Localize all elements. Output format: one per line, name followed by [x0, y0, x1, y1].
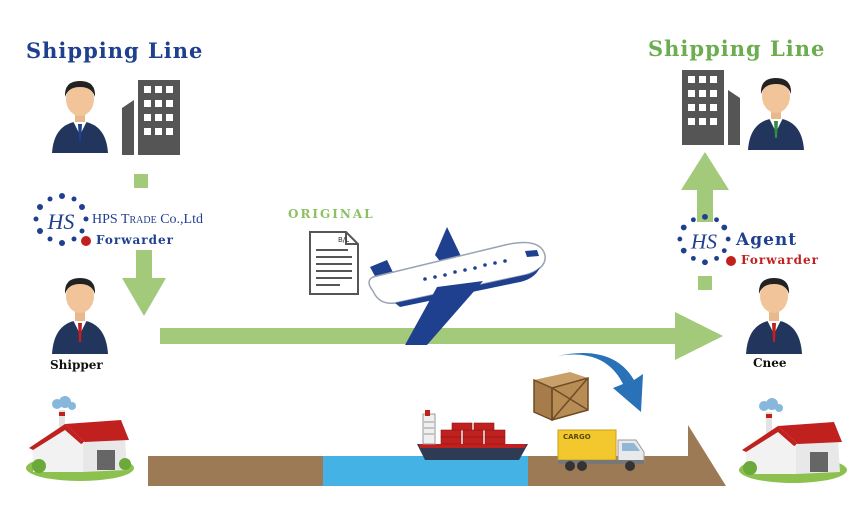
cargo-truck-icon	[557, 429, 645, 471]
left-building-icon	[122, 80, 180, 155]
right-up-arrow-icon	[681, 152, 729, 222]
right-forwarder-dot	[726, 256, 736, 266]
left-road	[148, 456, 323, 486]
cargo-ship-icon	[417, 410, 528, 460]
right-hps-logo-icon: HS	[677, 213, 731, 266]
right-shipping-line-title: Shipping Line	[648, 36, 826, 61]
company-name-part: HPS T	[92, 212, 130, 227]
agent-label: Agent	[736, 230, 798, 250]
right-road-arrow	[528, 425, 726, 486]
shipper-label: Shipper	[50, 358, 103, 372]
left-factory-icon	[26, 396, 134, 481]
curved-transfer-arrow-icon	[557, 353, 643, 412]
svg-text:HS: HS	[690, 230, 717, 254]
truck-cargo-label: CARGO	[563, 433, 591, 441]
right-factory-icon	[739, 398, 847, 483]
cnee-label: Cnee	[753, 356, 787, 370]
left-down-arrow-icon	[122, 250, 166, 316]
svg-text:HS: HS	[47, 209, 75, 234]
cnee-person-icon	[746, 278, 802, 354]
left-forwarder-label: Forwarder	[96, 233, 174, 247]
original-label: ORIGINAL	[288, 207, 375, 221]
left-hps-logo-icon: HS	[33, 193, 89, 246]
left-connector-block	[134, 174, 148, 188]
company-name-part: Co.,Ltd	[156, 212, 203, 227]
company-name-part: RADE	[129, 215, 157, 226]
airplane-icon	[368, 227, 546, 345]
wooden-crate-icon	[533, 372, 589, 422]
sea-segment	[323, 456, 528, 486]
left-company-name: HPS TRADE Co.,Ltd	[92, 212, 203, 228]
right-shipping-line-person-icon	[748, 78, 804, 150]
document-code-label: B/L	[338, 236, 350, 244]
right-building-icon	[682, 70, 740, 145]
bill-of-lading-document-icon	[309, 231, 359, 295]
shipper-person-icon	[52, 278, 108, 354]
right-forwarder-label: Forwarder	[741, 253, 819, 267]
left-shipping-line-title: Shipping Line	[26, 38, 204, 63]
left-forwarder-dot	[81, 236, 91, 246]
left-shipping-line-person-icon	[52, 81, 108, 153]
right-connector-block	[698, 276, 712, 290]
